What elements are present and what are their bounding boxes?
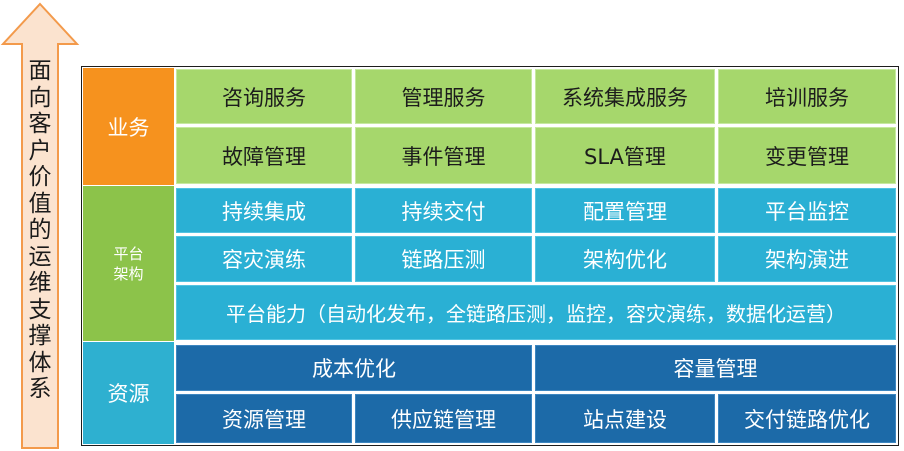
platform-cell-ci: 持续集成 [175, 187, 353, 234]
business-cell-training: 培训服务 [717, 68, 897, 125]
business-cell-consulting: 咨询服务 [175, 68, 353, 125]
business-cell-integration: 系统集成服务 [534, 68, 716, 125]
platform-cell-cd: 持续交付 [354, 187, 533, 234]
resource-cell-cost: 成本优化 [175, 344, 533, 392]
business-cell-sla: SLA管理 [534, 126, 716, 185]
resource-cell-site-build: 站点建设 [534, 393, 716, 444]
platform-capability-bar: 平台能力（自动化发布，全链路压测，监控，容灾演练，数据化运营） [175, 284, 897, 341]
platform-cell-arch-optimize: 架构优化 [534, 235, 716, 283]
business-cell-change: 变更管理 [717, 126, 897, 185]
layer-platform-label-line2: 架构 [113, 264, 144, 283]
business-cell-event: 事件管理 [354, 126, 533, 185]
upward-arrow-icon [0, 2, 80, 449]
resource-cell-supply-chain: 供应链管理 [354, 393, 533, 444]
platform-cell-config: 配置管理 [534, 187, 716, 234]
business-cell-management-service: 管理服务 [354, 68, 533, 125]
platform-cell-arch-evolve: 架构演进 [717, 235, 897, 283]
side-arrow-label: 面向客户价值的运维支撑体系 [28, 58, 52, 402]
resource-cell-capacity: 容量管理 [534, 344, 897, 392]
platform-cell-dr-drill: 容灾演练 [175, 235, 353, 283]
layer-resource-label: 资源 [83, 342, 174, 444]
layer-platform-label-line1: 平台 [113, 244, 144, 263]
business-cell-fault: 故障管理 [175, 126, 353, 185]
layer-platform-label: 平台 架构 [83, 186, 174, 341]
platform-cell-monitor: 平台监控 [717, 187, 897, 234]
resource-cell-resource-mgmt: 资源管理 [175, 393, 353, 444]
platform-cell-stress-test: 链路压测 [354, 235, 533, 283]
layer-business-label: 业务 [83, 68, 174, 185]
resource-cell-delivery-chain: 交付链路优化 [717, 393, 897, 444]
